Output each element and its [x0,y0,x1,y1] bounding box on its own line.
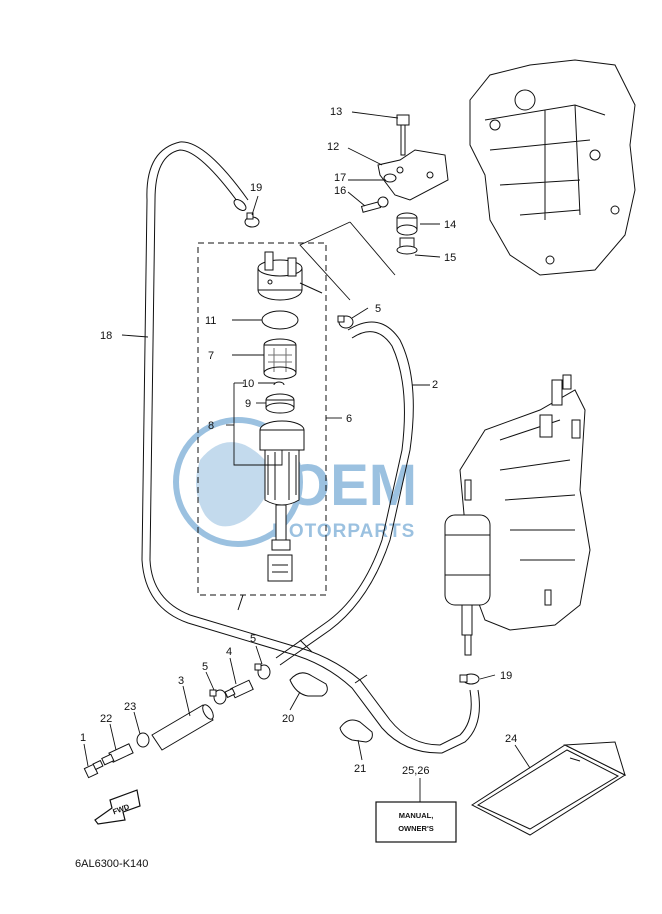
leader-lines [83,111,531,802]
collar-17 [383,173,397,183]
callout-24: 24 [505,733,517,745]
fuel-filter-assembly-box [197,242,327,596]
plug-1 [83,759,104,779]
clip-10 [273,381,285,386]
clamp-5-lower [209,689,227,705]
clamp-5-middle [254,663,271,680]
callout-5-upper: 5 [375,303,381,315]
clamp-19-lower [459,673,480,685]
globe-land-shape [196,442,275,527]
oem-motorparts-watermark: OEM MOTORPARTS [173,417,417,547]
callout-23: 23 [124,701,136,713]
manual-label-line2: OWNER'S [398,824,434,833]
fuel-filter-cap [257,251,323,301]
manual-owners-label-box: MANUAL, OWNER'S [375,801,457,843]
grommet-14 [396,212,418,236]
callout-9: 9 [245,398,251,410]
diagram-code: 6AL6300-K140 [75,858,148,870]
engine-upper-housing [469,59,636,276]
fuel-hose-2 [279,321,414,666]
bolt-13 [396,114,410,156]
callout-16: 16 [334,185,346,197]
callout-20: 20 [282,713,294,725]
callout-10: 10 [242,378,254,390]
callout-2: 2 [432,379,438,391]
callout-14: 14 [444,219,456,231]
callout-5-middle: 5 [250,633,256,645]
callout-12: 12 [327,141,339,153]
callout-7: 7 [208,350,214,362]
watermark-word-motorparts: MOTORPARTS [272,521,415,542]
fuel-hose-18 [149,149,472,746]
globe-icon [173,417,303,547]
callout-1: 1 [80,732,86,744]
callout-18: 18 [100,330,112,342]
callout-17: 17 [334,172,346,184]
joint-4 [224,679,254,699]
o-ring-11 [261,310,299,330]
callout-11: 11 [205,315,216,327]
callout-19-upper: 19 [250,182,262,194]
fwd-arrow-icon: FWD [94,789,141,825]
callout-3: 3 [178,675,184,687]
callout-5-lower: 5 [202,661,208,673]
clamp-19-upper [244,212,260,228]
hose-3 [151,704,214,751]
bracket-12 [377,149,449,201]
filter-element-7 [263,338,297,380]
holder-20 [289,672,328,697]
float-9 [265,393,295,414]
callout-21: 21 [354,763,366,775]
callout-25-26: 25,26 [402,765,430,777]
bolt-16 [360,196,389,213]
callout-22: 22 [100,713,112,725]
callout-19-lower: 19 [500,670,512,682]
holder-21 [339,719,373,743]
clamp-23 [136,732,150,748]
vapor-separator-assembly [444,374,591,656]
callout-6: 6 [346,413,352,425]
callout-4: 4 [226,646,232,658]
filter-cup-8 [259,420,305,582]
collar-15 [396,237,418,255]
callout-13: 13 [330,106,342,118]
callout-8: 8 [208,420,214,432]
clamp-5-upper [337,315,354,329]
callout-numbers: 1 2 3 4 5 5 5 6 7 8 9 10 11 12 13 14 15 … [80,106,517,777]
callout-15: 15 [444,252,456,264]
watermark-word-oem: OEM [285,453,417,518]
owners-manual-24 [471,741,627,836]
manual-label-line1: MANUAL, [399,811,434,820]
joint-22 [101,743,134,766]
